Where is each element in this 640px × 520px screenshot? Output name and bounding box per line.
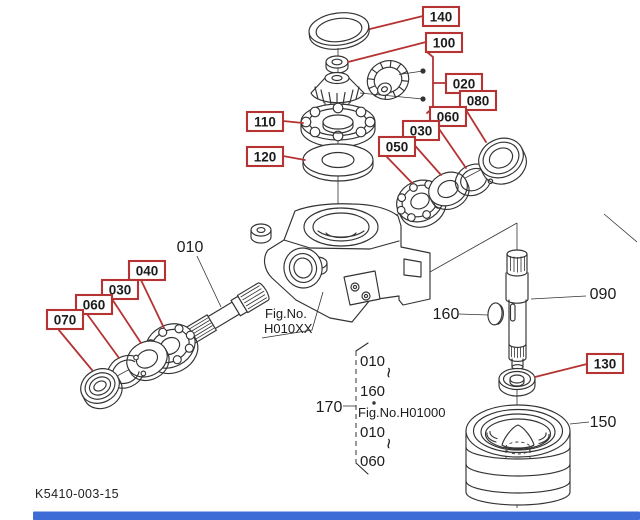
callout-030-left-label: 030 — [109, 283, 132, 298]
part-washer-030-right — [428, 171, 470, 210]
figure-ref-line1: Fig.No. — [265, 306, 307, 321]
list-separator-dot — [372, 401, 376, 405]
callout-140-label: 140 — [430, 10, 453, 25]
part-seal-080 — [478, 137, 527, 185]
part-key-160 — [487, 302, 504, 326]
callout-060-left: 060 — [74, 293, 114, 316]
group-item-5: 010 — [360, 424, 385, 441]
group-item-6-range-tilde: ~ — [377, 438, 398, 449]
callout-020: 020 — [444, 72, 484, 95]
callout-100-label: 100 — [433, 36, 456, 51]
callout-130: 130 — [585, 352, 625, 375]
callout-110-label: 110 — [254, 115, 276, 130]
part-collar — [325, 55, 349, 74]
group-item-2-range-tilde: ~ — [377, 367, 398, 378]
part-washer-120 — [302, 143, 374, 182]
callout-020-label: 020 — [453, 77, 476, 92]
callout-060-left-label: 060 — [83, 298, 106, 313]
callout-050: 050 — [377, 135, 417, 158]
callout-030-right-label: 030 — [410, 124, 433, 139]
callout-160-label: 160 — [433, 306, 460, 323]
figure-ref-note: Fig.No. H010XX — [261, 291, 324, 339]
callout-110: 110 — [245, 110, 285, 133]
part-shaft-090 — [505, 249, 529, 370]
part-cover-oring — [308, 12, 370, 50]
callout-080: 080 — [458, 89, 498, 112]
callout-070: 070 — [45, 308, 85, 331]
callout-120-label: 120 — [254, 150, 277, 165]
part-seal-070 — [80, 368, 123, 410]
callout-030-left: 030 — [100, 278, 140, 301]
callout-060-right-label: 060 — [437, 110, 460, 125]
callout-030-right: 030 — [401, 119, 441, 142]
group-item-1: 010 — [360, 353, 385, 370]
callout-010-label: 010 — [177, 239, 204, 256]
callout-120: 120 — [245, 145, 285, 168]
horizontal-scrollbar[interactable] — [33, 511, 640, 520]
part-housing — [250, 203, 431, 323]
figure-ref-line2: H010XX — [264, 321, 313, 336]
callout-140: 140 — [421, 5, 461, 28]
part-bearing-130 — [498, 367, 536, 397]
part-pulley-150 — [465, 404, 571, 506]
part-bearing-110 — [300, 102, 376, 148]
callout-050-label: 050 — [386, 140, 409, 155]
drawing-code: K5410-003-15 — [35, 487, 119, 501]
callout-080-label: 080 — [467, 94, 490, 109]
callout-040-label: 040 — [136, 264, 159, 279]
group-item-4-figure-ref: Fig.No.H01000 — [358, 405, 445, 420]
group-item-7: 060 — [360, 453, 385, 470]
callout-090-label: 090 — [590, 286, 617, 303]
group-item-3: 160 — [360, 383, 385, 400]
callout-leaders — [57, 15, 588, 378]
callout-130-label: 130 — [594, 357, 617, 372]
group-bracket-170: 010 ~ 160 Fig.No.H01000 010 ~ 060 — [355, 342, 445, 475]
plain-leaders — [196, 255, 590, 425]
callout-170-label: 170 — [316, 399, 343, 416]
callout-150-label: 150 — [590, 414, 617, 431]
callout-040: 040 — [127, 259, 167, 282]
callout-070-label: 070 — [54, 313, 77, 328]
part-washer-030-left — [126, 340, 170, 382]
callout-100: 100 — [424, 31, 464, 54]
part-bevel-gear-right — [366, 60, 410, 100]
